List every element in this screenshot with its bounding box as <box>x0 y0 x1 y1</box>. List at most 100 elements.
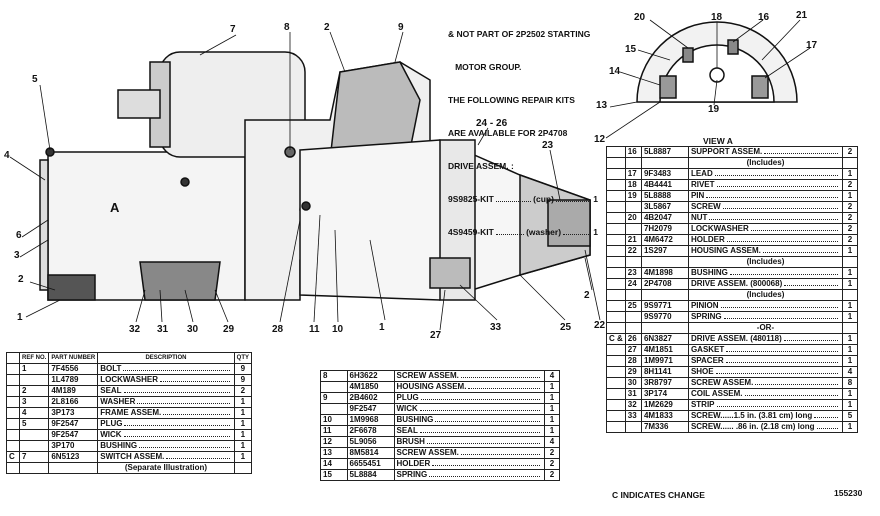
description-cell: SHOE <box>687 366 844 378</box>
mark-cell <box>606 355 626 367</box>
part-number-cell <box>640 322 689 334</box>
kit-qty: 1 <box>593 227 599 237</box>
qty-cell <box>233 462 253 474</box>
qty-cell: 5 <box>842 410 858 422</box>
qty-cell <box>842 289 858 301</box>
table-header: REF NO. PART NUMBER DESCRIPTION QTY <box>6 352 253 364</box>
mark-cell <box>6 385 20 397</box>
mark-cell <box>606 388 626 400</box>
ref-cell <box>18 462 50 474</box>
mark-cell <box>606 410 626 422</box>
ref-cell: 26 <box>624 333 642 345</box>
part-number-cell: 3R8797 <box>640 377 689 389</box>
qty-cell <box>842 256 858 268</box>
ref-cell: 30 <box>624 377 642 389</box>
mark-cell <box>606 157 626 169</box>
description-cell: BUSHING <box>393 414 545 426</box>
ref-cell <box>624 311 642 323</box>
part-number-cell: 9S9770 <box>640 311 689 323</box>
mark-cell <box>606 344 626 356</box>
ref-cell <box>624 322 642 334</box>
description-cell: (Includes) <box>687 256 844 268</box>
callout: 12 <box>594 134 606 145</box>
qty-cell: 1 <box>233 407 253 419</box>
callout: 2 <box>584 290 590 301</box>
ref-cell: 32 <box>624 399 642 411</box>
part-number-cell: 3L5867 <box>640 201 689 213</box>
qty-cell: 2 <box>544 447 560 459</box>
description-cell: BUSHING <box>97 440 235 452</box>
part-number-cell: 8M5814 <box>346 447 395 459</box>
qty-cell: 4 <box>544 436 560 448</box>
callout: 10 <box>332 324 344 335</box>
part-number-cell <box>640 256 689 268</box>
qty-cell: 2 <box>842 223 858 235</box>
mark-cell <box>606 289 626 301</box>
description-cell: NUT <box>687 212 844 224</box>
mark-cell <box>6 440 20 452</box>
mark-cell <box>6 396 20 408</box>
ref-cell: 22 <box>624 245 642 257</box>
mark-cell <box>6 407 20 419</box>
description-cell: SCREW ASSEM. <box>393 370 545 382</box>
qty-cell: 1 <box>544 381 560 393</box>
part-number-cell: 3P174 <box>640 388 689 400</box>
mark-cell <box>606 245 626 257</box>
callout: 7 <box>230 24 236 35</box>
description-cell: PLUG <box>97 418 235 430</box>
ref-cell <box>624 223 642 235</box>
description-cell: (Includes) <box>687 289 844 301</box>
ref-cell: 17 <box>624 168 642 180</box>
qty-cell: 1 <box>842 311 858 323</box>
description-cell: SWITCH ASSEM. <box>97 451 235 463</box>
part-number-cell: 2L8166 <box>48 396 99 408</box>
table-row: -OR- <box>606 322 858 334</box>
ref-cell: 16 <box>624 146 642 158</box>
mark-cell <box>606 168 626 180</box>
desc-header: DESCRIPTION <box>97 352 235 364</box>
part-number-cell: 4M1833 <box>640 410 689 422</box>
callout: 1 <box>379 322 385 333</box>
description-cell: BOLT <box>97 363 235 375</box>
description-cell: LEAD <box>687 168 844 180</box>
qty-cell: 1 <box>842 267 858 279</box>
qty-cell: 1 <box>544 403 560 415</box>
callout: 20 <box>634 12 646 23</box>
description-cell: DRIVE ASSEM. (480118) <box>687 333 844 345</box>
repair-kit-note: & NOT PART OF 2P2502 STARTING MOTOR GROU… <box>448 7 598 260</box>
part-number-cell: 7M336 <box>640 421 689 433</box>
description-cell: SPRING <box>393 469 545 481</box>
callout: 17 <box>806 40 818 51</box>
ref-cell: 27 <box>624 344 642 356</box>
ref-cell: 20 <box>624 212 642 224</box>
callout: 27 <box>430 330 442 341</box>
description-cell: STRIP <box>687 399 844 411</box>
qty-cell: 2 <box>842 212 858 224</box>
description-cell: SCREW......1.5 in. (3.81 cm) long <box>687 410 844 422</box>
description-cell: LOCKWASHER <box>97 374 235 386</box>
qty-cell: 1 <box>842 333 858 345</box>
qty-cell: 2 <box>842 179 858 191</box>
part-number-cell: 6N5123 <box>48 451 99 463</box>
table-row: (Separate Illustration) <box>6 462 253 474</box>
mark-cell <box>606 190 626 202</box>
part-number-cell: 9F2547 <box>346 403 395 415</box>
kit-part: 9S9825-KIT <box>448 194 494 204</box>
part-number-cell: 4M1898 <box>640 267 689 279</box>
description-cell: WICK <box>393 403 545 415</box>
mark-cell <box>606 377 626 389</box>
mark-cell <box>606 256 626 268</box>
part-number-cell: 1S297 <box>640 245 689 257</box>
description-cell: BRUSH <box>393 436 545 448</box>
